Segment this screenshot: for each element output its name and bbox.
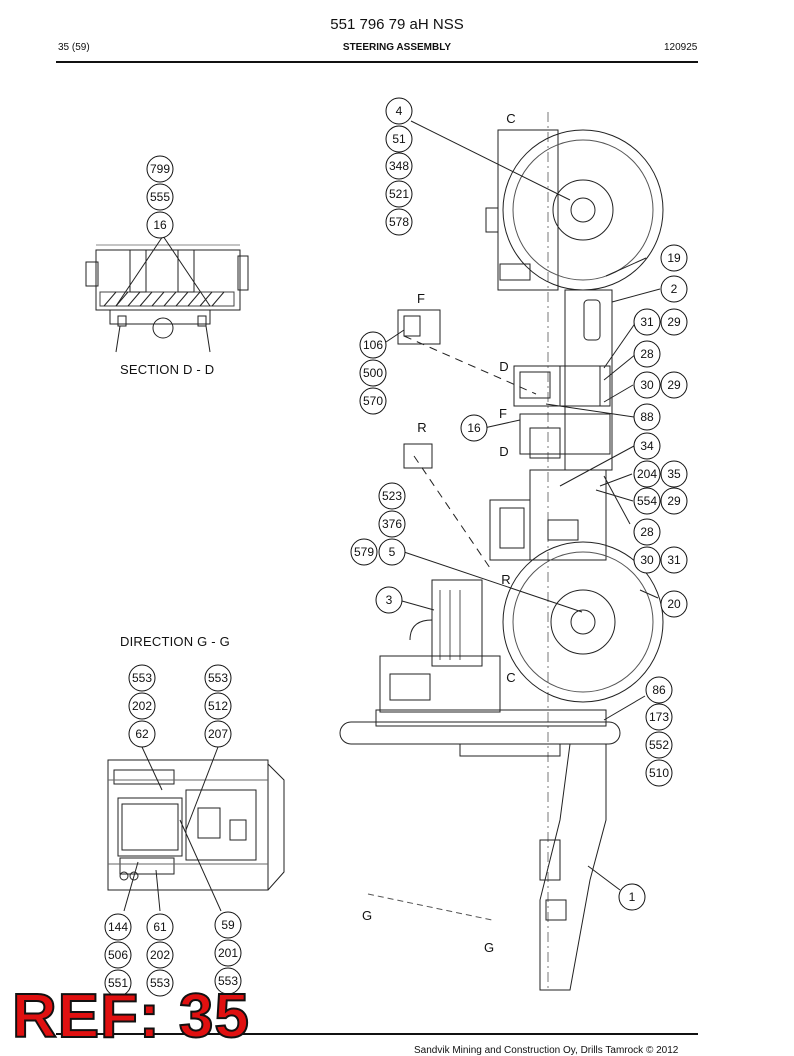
balloon-circles [104,97,688,997]
bubble-number: 106 [363,338,383,352]
bubble-number: 2 [671,282,678,296]
bubble-number: 35 [667,467,681,481]
view-letter-d: D [499,359,508,374]
balloon-numbers: 799 555 16 4 51 348 521 578 19 2 31 29 2… [108,104,681,990]
bubble-number: 348 [389,159,409,173]
bubble-number: 30 [640,553,654,567]
view-letter-c: C [506,111,515,126]
main-assembly-view [339,112,664,991]
document-title: 551 796 79 aH NSS [330,16,464,33]
bubble-number: 61 [153,920,167,934]
bubble-number: 29 [667,494,681,508]
bubble-number: 553 [208,671,228,685]
section-title: STEERING ASSEMBLY [342,42,452,53]
view-letter-g: G [362,908,372,923]
bubble-number: 555 [150,190,170,204]
bubble-number: 86 [652,683,666,697]
bubble-number: 570 [363,394,383,408]
bubble-number: 201 [218,946,238,960]
section-dd-view [85,235,249,353]
bubble-number: 553 [132,671,152,685]
bubble-number: 202 [150,948,170,962]
view-letter-f: F [499,406,507,421]
footer-copyright: Sandvik Mining and Construction Oy, Dril… [414,1045,679,1056]
bubble-number: 202 [132,699,152,713]
bubble-number: 553 [150,976,170,990]
bubble-number: 506 [108,948,128,962]
bubble-number: 34 [640,439,654,453]
bubble-number: 29 [667,378,681,392]
bubble-number: 4 [396,104,403,118]
bubble-number: 553 [218,974,238,988]
view-letter-r: R [417,420,426,435]
bubble-number: 19 [667,251,681,265]
bubble-number: 20 [667,597,681,611]
document-code: 120925 [664,42,698,53]
bubble-number: 88 [640,410,654,424]
ref-stamp: REF: 35 [11,982,250,1051]
bubble-number: 30 [640,378,654,392]
bubble-number: 28 [640,525,654,539]
bubble-number: 500 [363,366,383,380]
bubble-number: 16 [467,421,481,435]
bubble-number: 512 [208,699,228,713]
bubble-number: 29 [667,315,681,329]
view-letter-c: C [506,670,515,685]
bubble-number: 552 [649,738,669,752]
bubble-number: 31 [667,553,681,567]
bubble-number: 204 [637,467,657,481]
header-rule [56,61,698,63]
bubble-number: 523 [382,489,402,503]
view-letter-g: G [484,940,494,955]
caption-section-dd: SECTION D - D [120,362,215,377]
footer-rule [56,1033,698,1035]
view-letters: C C D D F F R R G G [362,111,516,955]
caption-direction-gg: DIRECTION G - G [120,634,230,649]
bubble-number: 51 [392,132,406,146]
bubble-number: 207 [208,727,228,741]
bubble-number: 28 [640,347,654,361]
bubble-number: 31 [640,315,654,329]
page-number: 35 (59) [58,42,90,53]
bubble-number: 59 [221,918,235,932]
direction-gg-view [107,746,285,912]
bubble-number: 3 [386,593,393,607]
bubble-number: 62 [135,727,149,741]
bubble-number: 799 [150,162,170,176]
bubble-number: 554 [637,494,657,508]
view-letter-d: D [499,444,508,459]
bubble-number: 376 [382,517,402,531]
bubble-number: 144 [108,920,128,934]
bubble-number: 5 [389,545,396,559]
bubble-number: 579 [354,545,374,559]
view-letter-f: F [417,291,425,306]
bubble-number: 1 [629,890,636,904]
bubble-number: 551 [108,976,128,990]
bubble-number: 173 [649,710,669,724]
bubble-number: 16 [153,218,167,232]
view-letter-r: R [501,572,510,587]
bubble-number: 521 [389,187,409,201]
bubble-number: 578 [389,215,409,229]
bubble-number: 510 [649,766,669,780]
